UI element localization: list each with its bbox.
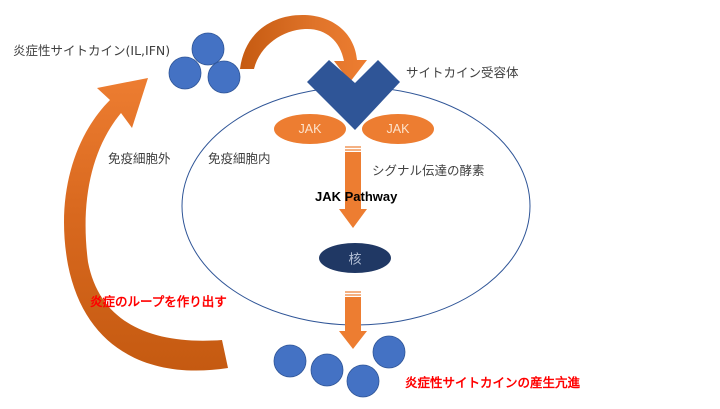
jak-pathway-label: JAK Pathway [315,189,398,204]
cytokine-cluster-top [168,32,241,94]
jak-right-label: JAK [386,122,410,136]
cytokine-molecule [207,60,241,94]
outside-immune-cell-label: 免疫細胞外 [108,151,171,166]
cytokine-molecule [168,56,202,90]
jak-left-label: JAK [298,122,322,136]
increased-production-label: 炎症性サイトカインの産生亢進 [405,375,581,390]
inflammation-loop-label: 炎症のループを作り出す [90,294,227,309]
cytokine-molecule [310,353,344,387]
cytokine-molecule [273,344,307,378]
cytokine-production-arrow [339,291,367,349]
jak-enzyme-left [274,114,346,144]
inflammatory-cytokines-label: 炎症性サイトカイン(IL,IFN) [13,43,171,58]
cytokine-binding-arrow [240,14,367,82]
signal-transduction-arrow [339,146,367,228]
inflammation-loop-arrow [64,78,228,371]
cytokine-molecule [191,32,225,66]
cytokine-cluster-bottom [273,335,406,398]
signal-enzyme-label: シグナル伝達の酵素 [372,163,485,178]
inside-immune-cell-label: 免疫細胞内 [208,151,271,166]
cytokine-molecule [372,335,406,369]
cytokine-molecule [346,364,380,398]
cytokine-receptor [307,60,400,130]
nucleus-label: 核 [348,252,362,268]
cytokine-receptor-label: サイトカイン受容体 [406,65,519,80]
nucleus [319,243,391,273]
jak-enzyme-right [362,114,434,144]
